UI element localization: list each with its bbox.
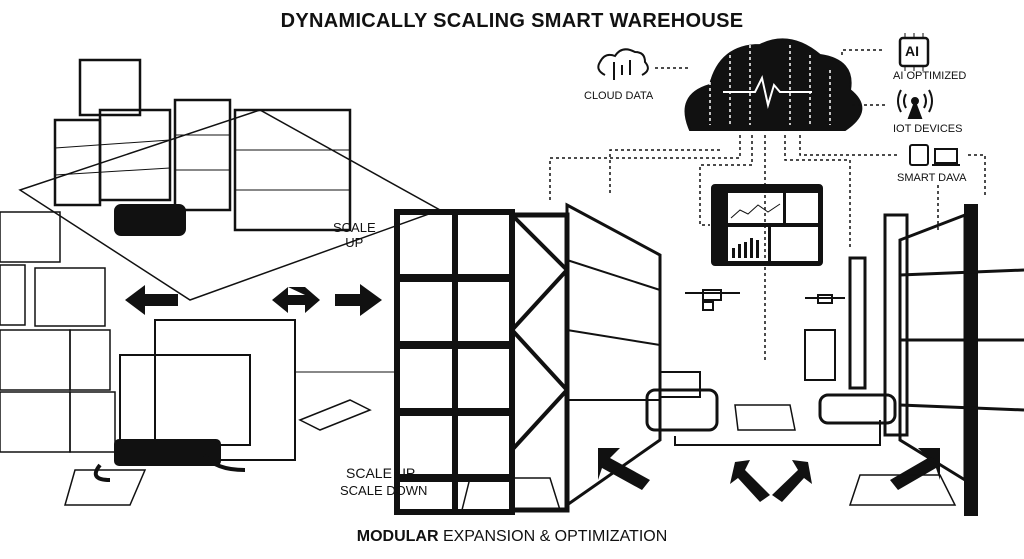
footer-caption: MODULAR EXPANSION & OPTIMIZATION (0, 528, 1024, 546)
tablet-icon (909, 144, 929, 166)
laptop-icon (932, 148, 960, 166)
center-shelving (394, 202, 662, 515)
iot-devices-label: IOT DEVICES (893, 123, 963, 135)
cloud-data-label: CLOUD DATA (584, 90, 654, 102)
cloud-upload-icon (597, 48, 649, 80)
dashboard-icon (711, 184, 823, 266)
arrow-icon (125, 284, 940, 502)
smart-data-label: SMART DAVA (897, 172, 967, 184)
ai-chip-text: AI (905, 43, 919, 59)
scale-up-label: SCALE UP (346, 465, 416, 481)
right-shelving (848, 204, 1024, 516)
ai-optimized-label: AI OPTIMIZED (893, 70, 967, 82)
iot-antenna-icon (897, 89, 933, 119)
footer-bold: MODULAR (356, 528, 439, 545)
scale-up-top-line2: UP (345, 235, 364, 250)
data-connectors (549, 49, 986, 360)
data-cloud-icon (684, 38, 863, 131)
drone-icon (685, 289, 845, 311)
footer-rest: EXPANSION & OPTIMIZATION (438, 528, 668, 545)
isometric-warehouse (18, 58, 442, 301)
left-box-stack (0, 211, 116, 453)
robot-cart-icon (114, 319, 296, 466)
scale-up-top-line1: SCALE (333, 220, 376, 235)
scale-down-label: SCALE DOWN (340, 483, 428, 498)
ai-chip-icon (898, 33, 930, 71)
page-title: DYNAMICALLY SCALING SMART WAREHOUSE (280, 10, 744, 32)
